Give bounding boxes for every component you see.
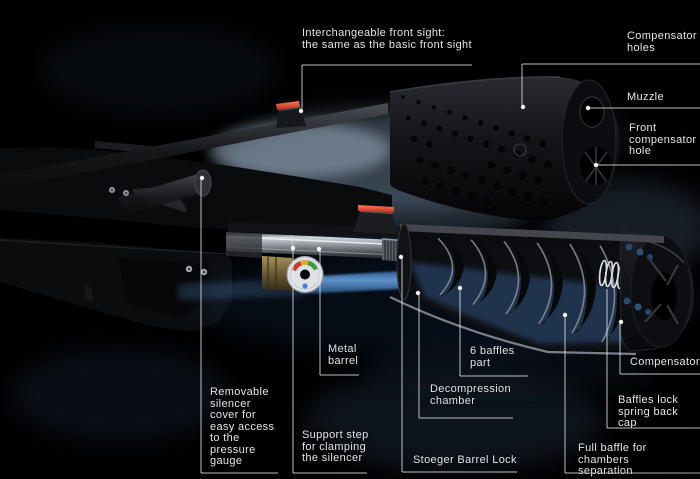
dot-compensator-holes <box>520 104 526 110</box>
dot-compensator <box>618 319 624 325</box>
rear-cap-hole <box>634 303 642 311</box>
stock-screw-center <box>187 267 191 271</box>
dot-removable-cover <box>199 175 205 181</box>
label-compensator-holes: Compensator holes <box>627 30 697 54</box>
label-full-baffle: Full baffle for chambers separation <box>578 442 647 477</box>
label-six-baffles: 6 baffles part <box>470 345 515 369</box>
label-compensator: Compensator <box>630 356 700 368</box>
gauge-center <box>300 269 310 280</box>
dot-decompression-chamber <box>415 290 421 296</box>
label-baffles-lock: Baffles lock spring back cap <box>618 394 679 429</box>
label-muzzle: Muzzle <box>627 91 664 103</box>
dot-front-sight <box>298 108 304 114</box>
label-interchangeable-front-sight: Interchangeable front sight: the same as… <box>302 27 472 51</box>
label-front-compensator-hole: Front compensator hole <box>629 122 697 157</box>
dot-barrel-lock <box>398 254 404 260</box>
dot-front-compensator-hole <box>593 162 599 168</box>
stock-screw-center <box>202 270 206 274</box>
gauge-yellow-arc <box>300 260 309 266</box>
dot-muzzle <box>585 105 591 111</box>
rear-cap-hole <box>647 254 653 260</box>
front-sight-bottom <box>353 205 399 234</box>
label-metal-barrel: Metal barrel <box>328 343 359 367</box>
silencer-mouth <box>396 223 412 301</box>
dot-six-baffles <box>457 285 463 291</box>
rear-cap-hole <box>625 243 633 251</box>
label-stoeger-barrel-lock: Stoeger Barrel Lock <box>413 454 517 466</box>
label-support-step: Support step for clamping the silencer <box>302 429 369 464</box>
dot-support-step <box>290 245 296 251</box>
dot-full-baffle <box>562 312 568 318</box>
label-removable-silencer-cover: Removable silencer cover for easy access… <box>210 386 275 467</box>
pressure-gauge <box>286 255 324 294</box>
rear-cap-hole <box>636 248 644 256</box>
receiver-screw-center <box>124 191 128 195</box>
gauge-blue-mark <box>302 283 308 289</box>
silencer-cover-cap <box>194 169 212 197</box>
receiver-screw-center <box>110 188 114 192</box>
dot-metal-barrel <box>316 246 322 252</box>
label-decompression-chamber: Decompression chamber <box>430 383 511 407</box>
rear-cap-hole <box>645 309 651 315</box>
rear-cap-hole <box>623 297 631 305</box>
